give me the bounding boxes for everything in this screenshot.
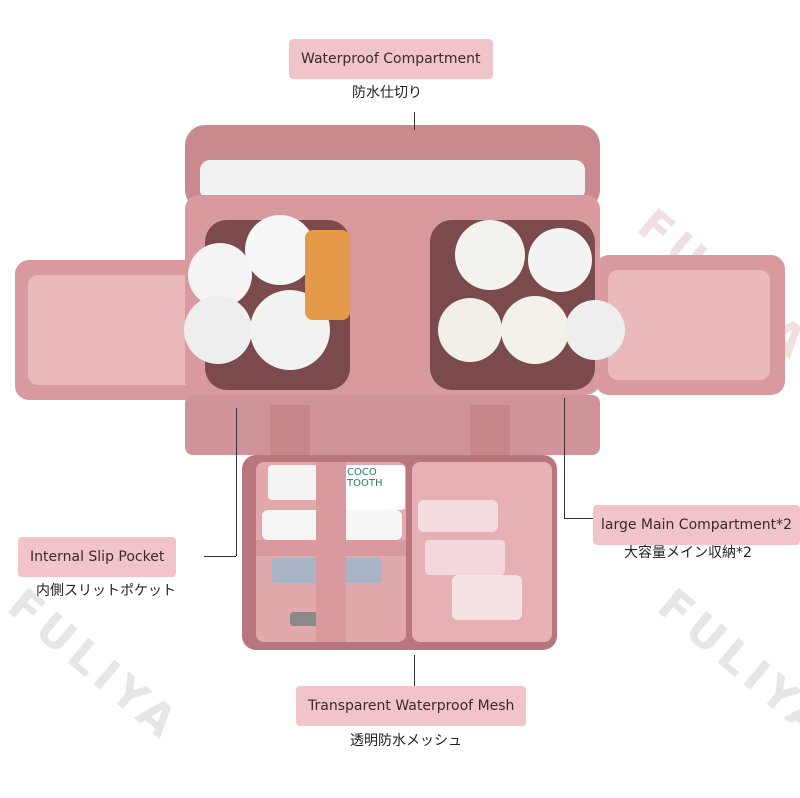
callout-right-label: large Main Compartment*2 — [593, 505, 800, 545]
tube-brand: COCO — [347, 467, 377, 478]
callout-top-sub: 防水仕切り — [352, 85, 422, 101]
leader-line-left-h — [204, 556, 236, 557]
leader-line-right-h — [564, 518, 594, 519]
callout-bottom-label: Transparent Waterproof Mesh — [296, 686, 527, 726]
callout-right-sub: 大容量メイン収納*2 — [624, 545, 752, 561]
tube-label: COCO TOOTH — [347, 467, 382, 489]
leader-line-top — [414, 112, 415, 130]
callout-bottom-sub: 透明防水メッシュ — [350, 733, 462, 749]
tube-line2: TOOTH — [347, 478, 383, 489]
callout-left-label: Internal Slip Pocket — [18, 537, 177, 577]
leader-line-left — [236, 408, 237, 556]
callout-left-sub: 内側スリットポケット — [36, 583, 176, 599]
callout-top-label: Waterproof Compartment — [289, 39, 493, 79]
leader-line-right — [564, 398, 565, 518]
leader-line-bottom — [414, 655, 415, 689]
